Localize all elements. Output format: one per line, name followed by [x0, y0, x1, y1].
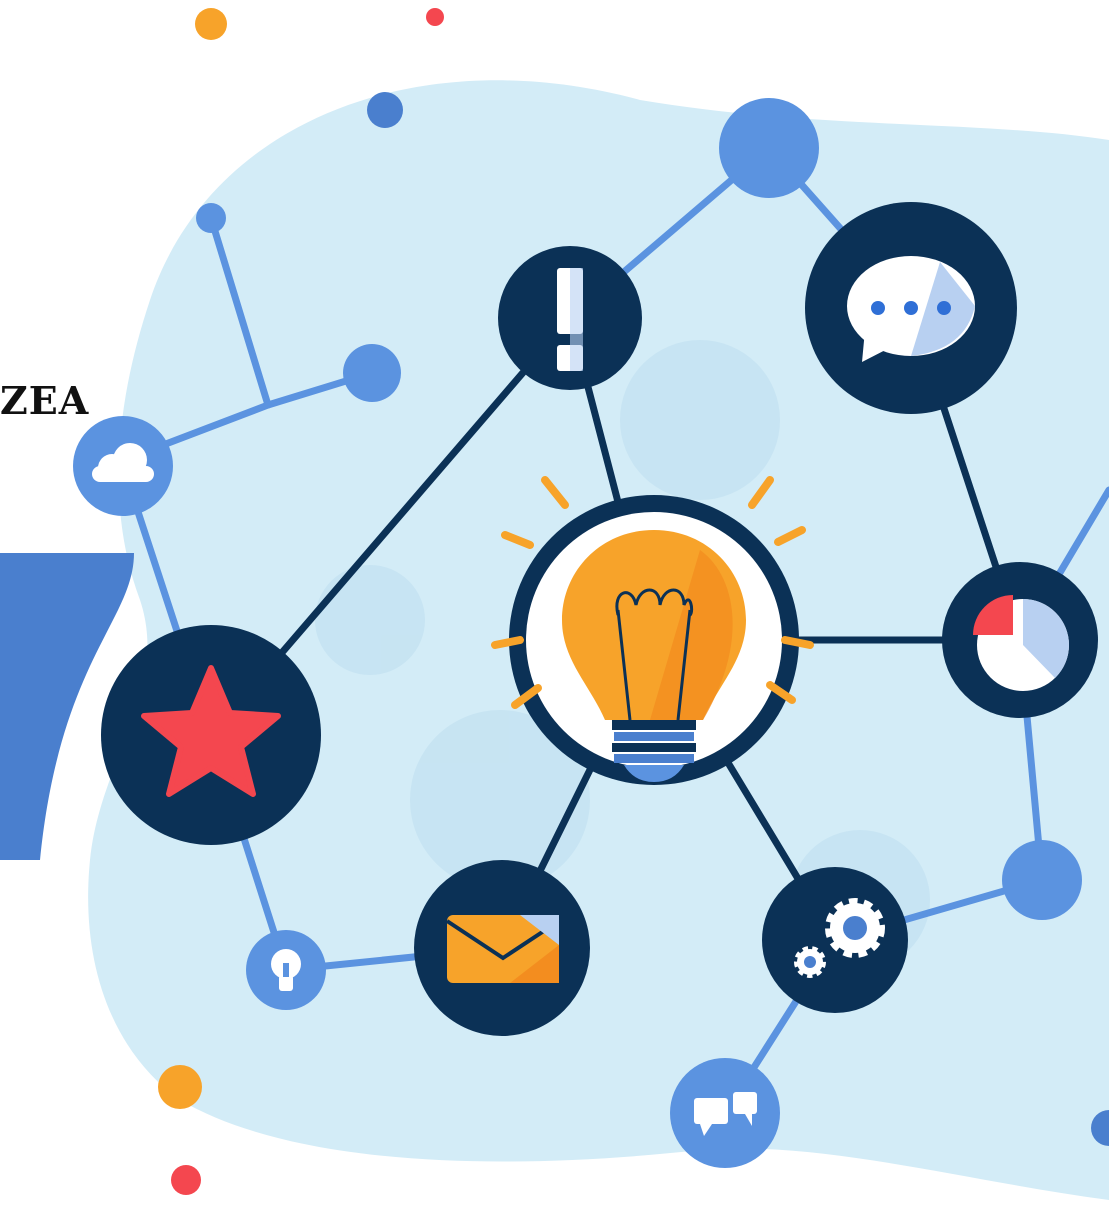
idea-bulb-icon	[562, 530, 746, 782]
page-title: ZEA	[0, 378, 90, 423]
gears-icon	[794, 898, 885, 978]
star-icon	[141, 665, 281, 797]
messages-icon	[694, 1092, 757, 1136]
chat-bubble-node	[805, 202, 1017, 414]
cloud-node	[73, 416, 173, 516]
pie-chart-icon	[973, 595, 1069, 691]
chat-bubble-icon	[847, 256, 975, 362]
bulb-rays	[491, 476, 814, 709]
star-node	[101, 625, 321, 845]
small-bulb-node	[246, 930, 326, 1010]
decorative-dots	[158, 8, 1109, 1195]
cloud-icon	[92, 443, 154, 482]
left-blue-panel	[0, 553, 134, 860]
email-node	[414, 860, 590, 1036]
idea-bulb-node	[491, 476, 814, 785]
exclamation-node	[498, 246, 642, 390]
email-icon	[445, 915, 561, 983]
pie-chart-node	[942, 562, 1098, 718]
gears-node	[762, 867, 908, 1013]
messages-node	[670, 1058, 780, 1168]
